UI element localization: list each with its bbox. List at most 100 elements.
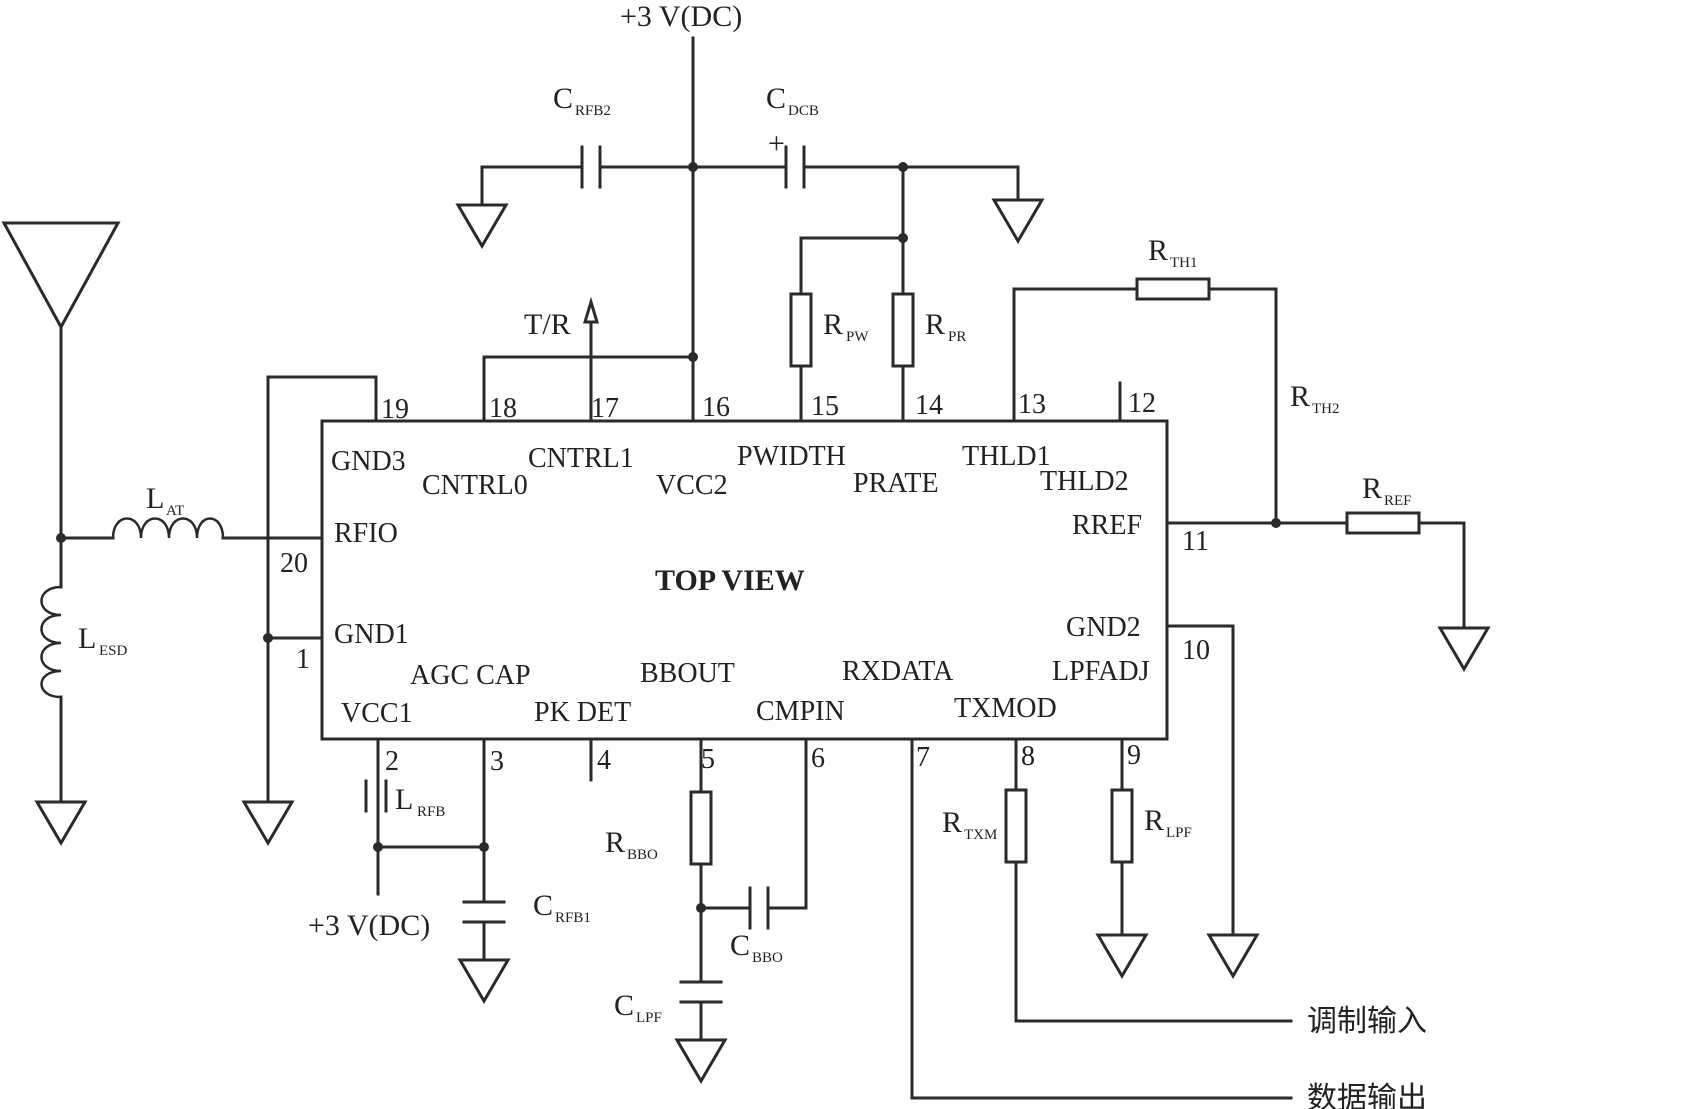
pin-number-15: 15 xyxy=(811,391,839,422)
crfb2-subscript: RFB2 xyxy=(575,103,611,119)
pin-name-pk-det: PK DET xyxy=(534,697,631,728)
clpf-subscript: LPF xyxy=(636,1010,662,1026)
pin-name-rfio: RFIO xyxy=(334,518,398,549)
pin-name-gnd2: GND2 xyxy=(1066,612,1141,643)
vcc-bottom-label: +3 V(DC) xyxy=(308,909,430,942)
junction-gnd1 xyxy=(263,633,273,643)
pin-number-7: 7 xyxy=(916,742,930,773)
pin-name-thld1: THLD1 xyxy=(962,441,1051,472)
ground-symbol xyxy=(991,198,1045,244)
pin-name-pwidth: PWIDTH xyxy=(737,441,846,472)
pin-name-lpfadj: LPFADJ xyxy=(1052,656,1150,687)
rlpf-resistor xyxy=(1110,788,1134,864)
rref-label: R xyxy=(1362,472,1382,505)
pin-name-rref: RREF xyxy=(1072,510,1142,541)
ground-symbol xyxy=(34,800,88,846)
lesd-subscript: ESD xyxy=(99,643,128,659)
pin-number-19: 19 xyxy=(381,394,409,425)
junction-lrfb-left xyxy=(373,842,383,852)
pin3-wire xyxy=(376,737,486,962)
pin-name-cmpin: CMPIN xyxy=(756,696,845,727)
pin-number-16: 16 xyxy=(702,392,730,423)
rtxm-subscript: TXM xyxy=(964,827,997,843)
rpw-label: R xyxy=(823,308,843,341)
clpf-plates xyxy=(679,980,723,1004)
lrfb-bars xyxy=(364,779,388,813)
pin-name-rxdata: RXDATA xyxy=(842,656,954,687)
pin-number-20: 20 xyxy=(280,548,308,579)
pin-number-4: 4 xyxy=(597,745,611,776)
pin-number-5: 5 xyxy=(701,744,715,775)
clpf-label: C xyxy=(614,989,634,1022)
pin-number-6: 6 xyxy=(811,743,825,774)
rpw-resistor xyxy=(789,292,813,368)
cbbo-label: C xyxy=(730,929,750,962)
rref-resistor xyxy=(1345,511,1421,535)
mod-input-label: 调制输入 xyxy=(1307,1004,1427,1039)
crfb1-label: C xyxy=(533,889,553,922)
rth1-label: R xyxy=(1148,234,1168,267)
pin-number-9: 9 xyxy=(1127,740,1141,771)
tr-label: T/R xyxy=(524,308,571,341)
rpr-subscript: PR xyxy=(948,329,966,345)
pin10-wire xyxy=(1165,624,1235,937)
cdcb-plates xyxy=(784,145,806,189)
rth1-resistor xyxy=(1135,277,1211,301)
pin-number-8: 8 xyxy=(1021,741,1035,772)
pin-number-10: 10 xyxy=(1182,635,1210,666)
pin19-wire xyxy=(266,375,378,804)
ground-symbol xyxy=(241,800,295,846)
pin7-wire xyxy=(910,737,1293,1100)
ground-symbol xyxy=(1206,933,1260,979)
antenna-mast-wire xyxy=(59,325,324,804)
rlpf-subscript: LPF xyxy=(1166,825,1192,841)
rth1-subscript: TH1 xyxy=(1170,255,1198,271)
rbbo-resistor xyxy=(689,790,713,866)
pin-name-thld2: THLD2 xyxy=(1040,466,1129,497)
lat-inductor xyxy=(111,517,225,539)
lesd-inductor xyxy=(40,585,62,699)
ground-symbol xyxy=(457,958,511,1004)
cdcb-subscript: DCB xyxy=(788,103,819,119)
rref-wire xyxy=(1165,521,1466,630)
data-output-label: 数据输出 xyxy=(1307,1081,1427,1109)
crfb2-plates xyxy=(580,145,602,189)
rth2-subscript: TH2 xyxy=(1312,401,1340,417)
rth2-label: R xyxy=(1290,380,1310,413)
ground-symbol xyxy=(1095,933,1149,979)
pin-name-txmod: TXMOD xyxy=(954,693,1057,724)
ground-symbol xyxy=(455,203,509,249)
cdcb-plus: + xyxy=(768,127,785,160)
crfb1-plates xyxy=(462,900,506,924)
rtxm-resistor xyxy=(1004,788,1028,864)
pin-name-agc-cap: AGC CAP xyxy=(410,660,531,691)
rbbo-subscript: BBO xyxy=(627,847,658,863)
chip-top-view-label: TOP VIEW xyxy=(655,564,805,597)
vcc-top-label: +3 V(DC) xyxy=(620,0,742,33)
rbbo-label: R xyxy=(605,826,625,859)
crfb2-label: C xyxy=(553,82,573,115)
cdcb-label: C xyxy=(766,82,786,115)
lat-subscript: AT xyxy=(166,503,184,519)
pin-name-vcc2: VCC2 xyxy=(656,470,728,501)
pin-number-12: 12 xyxy=(1128,388,1156,419)
rlpf-label: R xyxy=(1144,804,1164,837)
crfb1-subscript: RFB1 xyxy=(555,910,591,926)
cbbo-wire xyxy=(699,737,808,910)
pin-number-1: 1 xyxy=(296,644,310,675)
rpr-resistor xyxy=(891,292,915,368)
pin-name-vcc1: VCC1 xyxy=(341,698,413,729)
pin-name-gnd3: GND3 xyxy=(331,446,406,477)
pin-number-11: 11 xyxy=(1182,526,1209,557)
pin-number-13: 13 xyxy=(1018,389,1046,420)
pin-number-17: 17 xyxy=(591,393,619,424)
pin8-wire xyxy=(1014,737,1293,1023)
pin-name-bbout: BBOUT xyxy=(640,658,735,689)
chip-body xyxy=(320,419,1169,741)
tr-arrow xyxy=(582,296,600,324)
junction-lrfb-right xyxy=(479,842,489,852)
ground-symbol xyxy=(1437,626,1491,672)
rref-subscript: REF xyxy=(1384,493,1412,509)
cbbo-plates xyxy=(748,886,770,930)
